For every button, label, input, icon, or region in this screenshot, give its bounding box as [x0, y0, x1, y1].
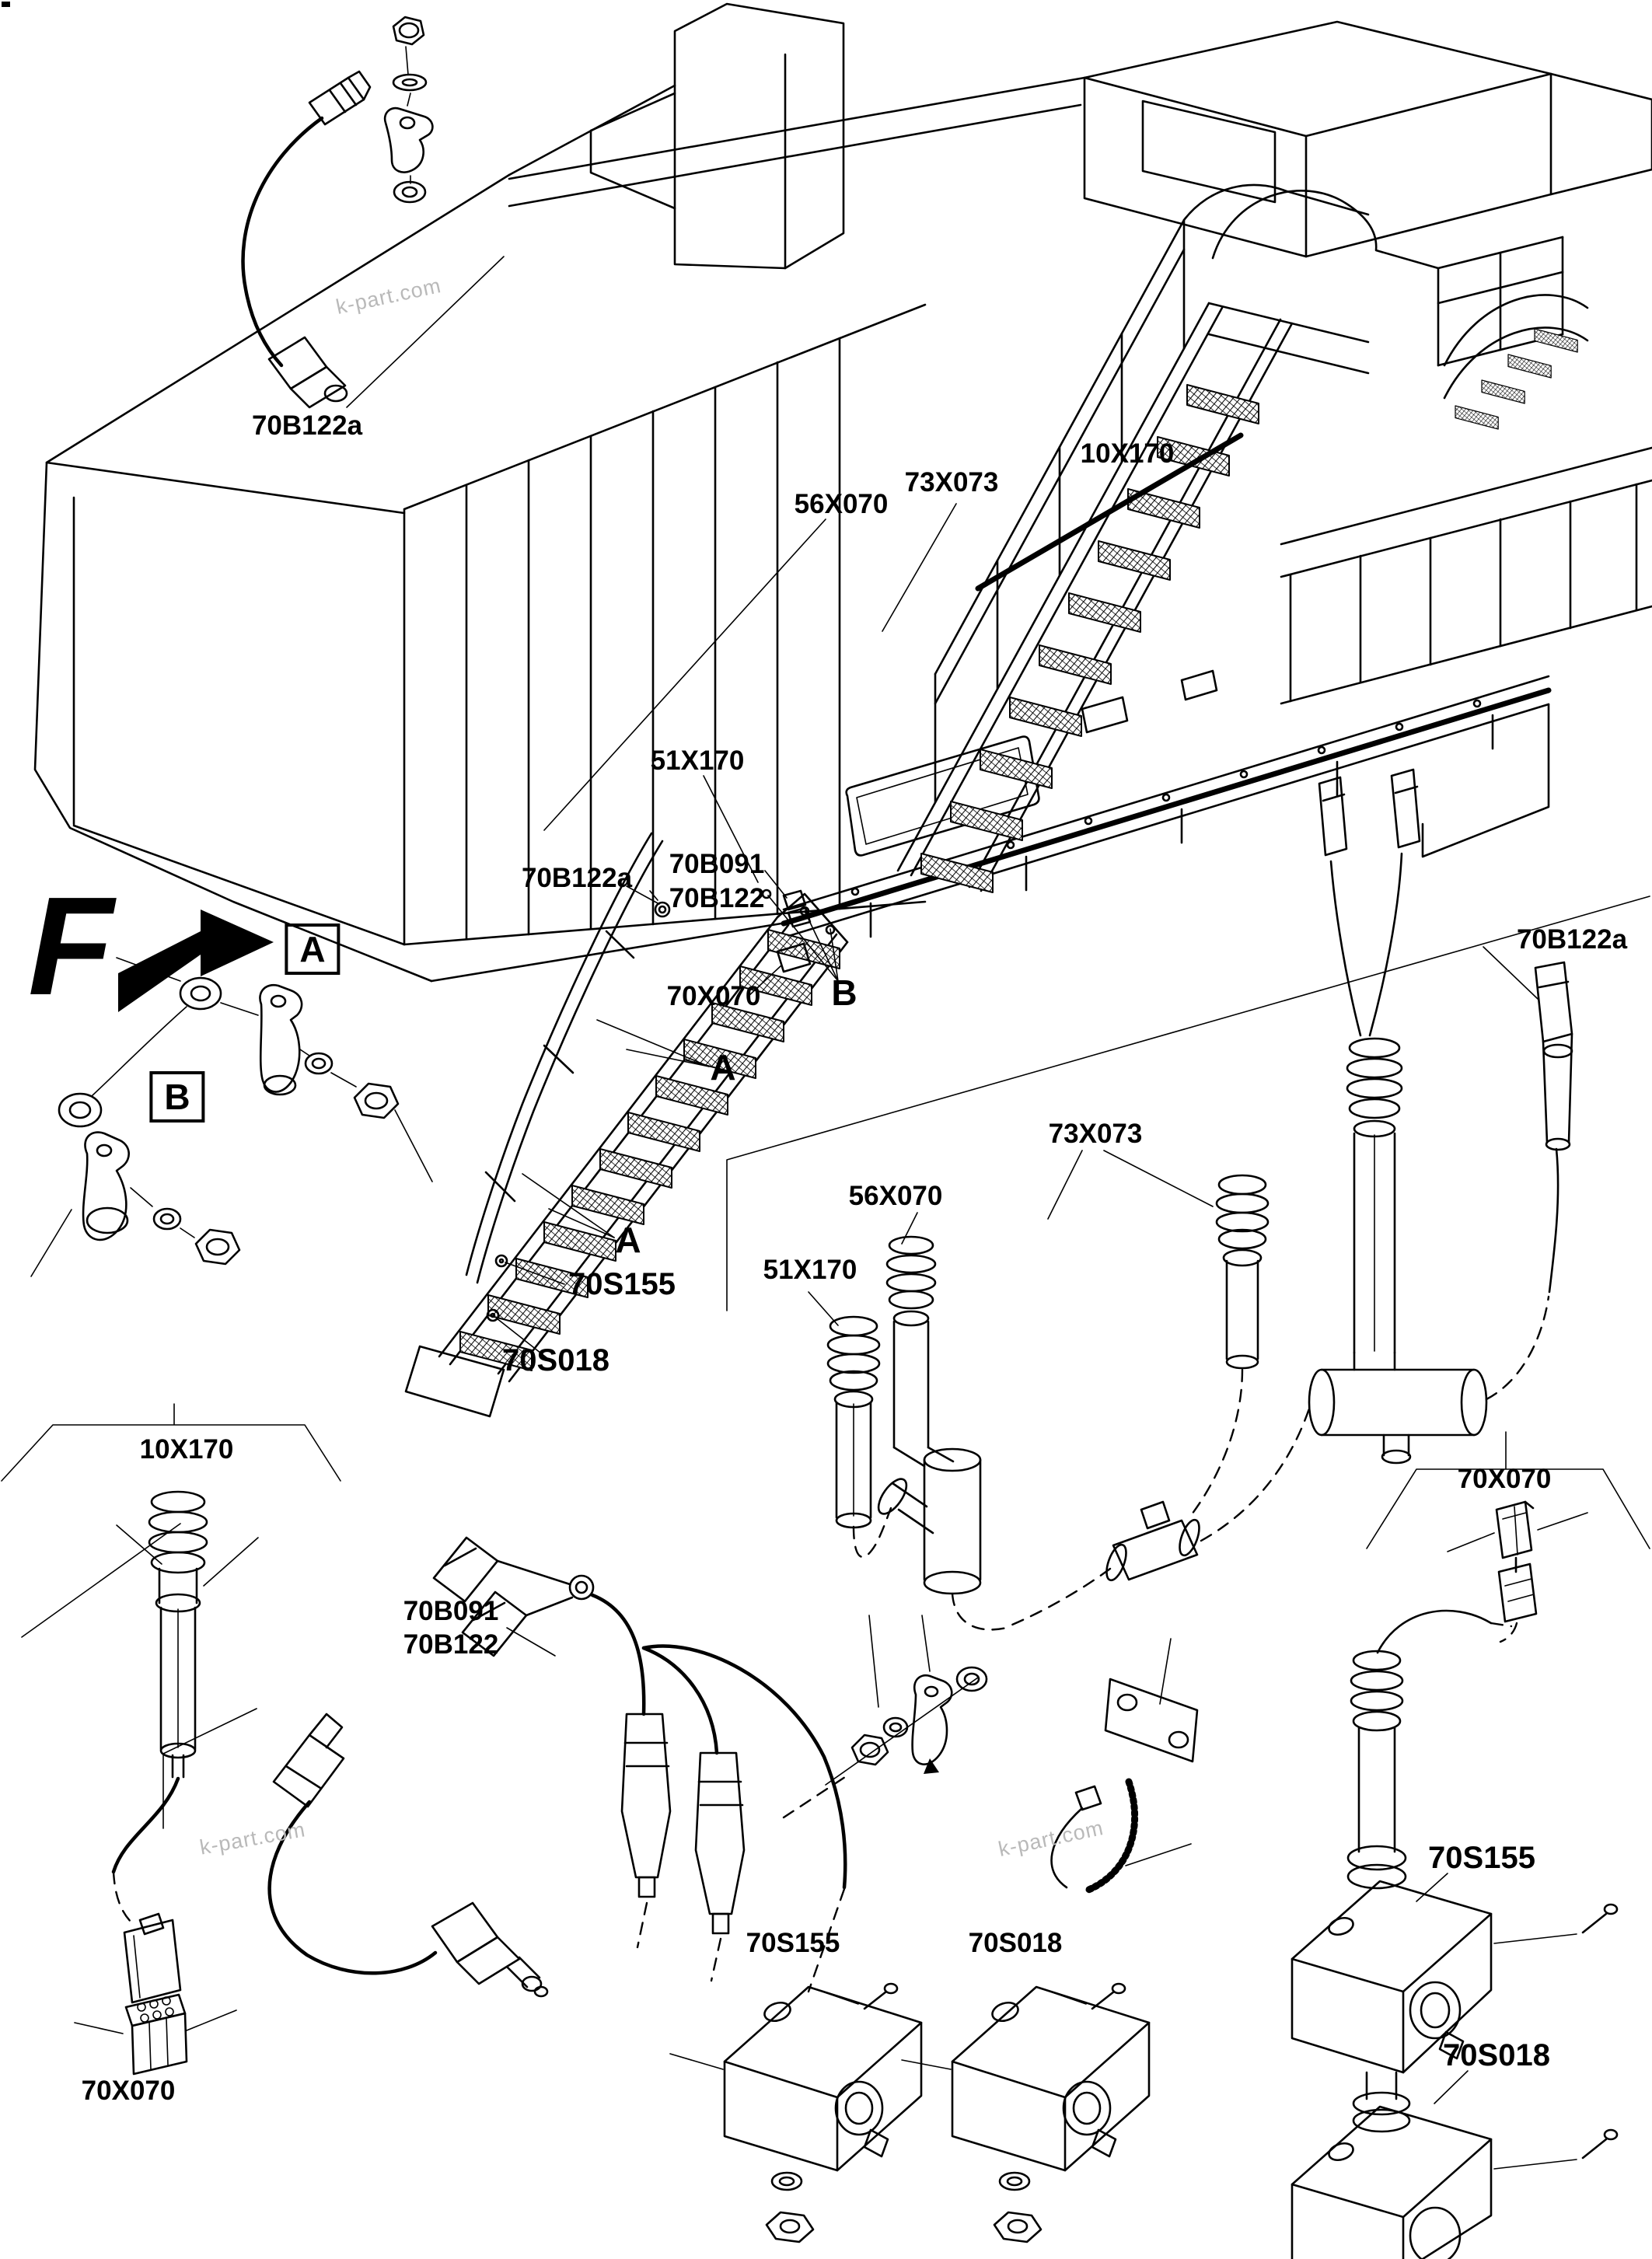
cable-t-harness	[1308, 768, 1550, 1465]
connector-70b122a-right	[1534, 961, 1573, 1294]
corner-mark	[2, 2, 10, 7]
cable-10x170-left	[111, 1490, 208, 1925]
rear-stairway	[896, 183, 1440, 894]
view-arrow	[118, 910, 274, 1012]
loop-cable-sensor	[267, 1713, 549, 1998]
connector-70x070-right	[1495, 1500, 1538, 1643]
relay-70s018-mid	[951, 1982, 1151, 2243]
hardware-set-a-b	[30, 957, 433, 1277]
deck-beam	[781, 669, 1552, 939]
cable-73x073	[1011, 1174, 1311, 1626]
top-sensor-assembly	[241, 16, 505, 409]
connector-70x070-left	[123, 1912, 188, 2076]
relay-stack-right	[1291, 1609, 1619, 2259]
metal-strip	[1104, 1678, 1199, 1763]
callout-brackets	[1, 896, 1650, 1829]
leader-lines	[74, 432, 1588, 2170]
relay-70s155-mid	[723, 1982, 923, 2243]
right-platform-railing	[1280, 236, 1652, 705]
cable-56x070	[877, 1235, 1014, 1631]
cable-tie	[1050, 1778, 1138, 1894]
hardware-set-mid	[782, 1666, 988, 1819]
harness-70b091-70b122	[432, 1536, 847, 1993]
front-stairway	[404, 832, 849, 1418]
cable-51x170	[826, 1315, 892, 1559]
machine-body	[33, 2, 1652, 983]
deck-fittings	[649, 889, 836, 973]
